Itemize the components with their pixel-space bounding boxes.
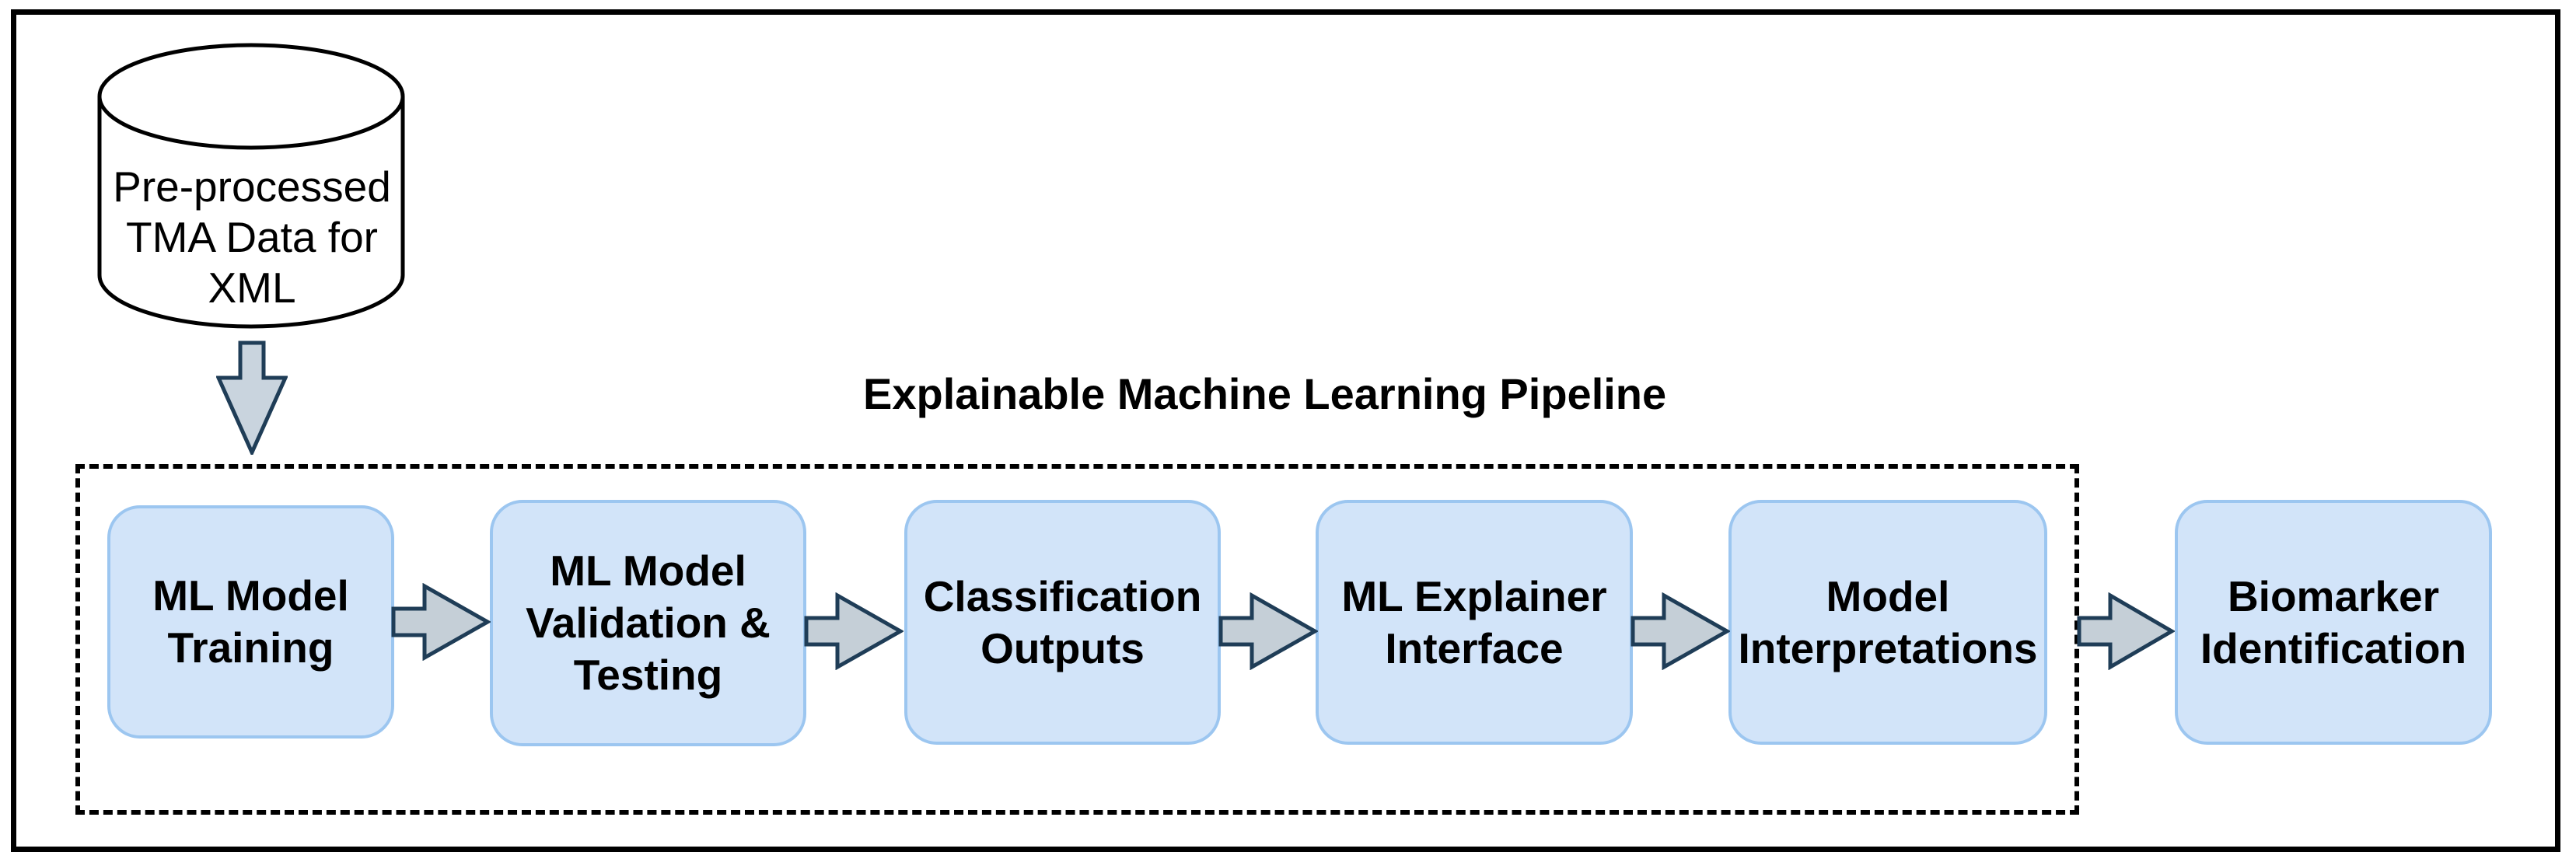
pipeline-boundary: [75, 464, 2079, 815]
right-arrow-icon: [391, 583, 491, 661]
stage-model-interpretations: Model Interpretations: [1728, 500, 2047, 745]
node-biomarker-identification: Biomarker Identification: [2175, 500, 2492, 745]
stage-ml-explainer-interface: ML Explainer Interface: [1316, 500, 1633, 745]
down-arrow-icon: [216, 340, 288, 455]
pipeline-title: Explainable Machine Learning Pipeline: [863, 369, 1667, 418]
outer-frame: [11, 9, 2560, 852]
right-arrow-icon: [1218, 592, 1318, 670]
stage-ml-model-training: ML Model Training: [107, 505, 394, 739]
source-data-label: Pre-processed TMA Data for XML: [113, 162, 391, 312]
stage-ml-model-validation-testing: ML Model Validation & Testing: [490, 500, 806, 746]
stage-classification-outputs: Classification Outputs: [904, 500, 1221, 745]
right-arrow-icon: [2077, 592, 2175, 670]
right-arrow-icon: [804, 592, 904, 670]
database-cylinder-icon: [97, 43, 405, 329]
right-arrow-icon: [1631, 592, 1730, 670]
